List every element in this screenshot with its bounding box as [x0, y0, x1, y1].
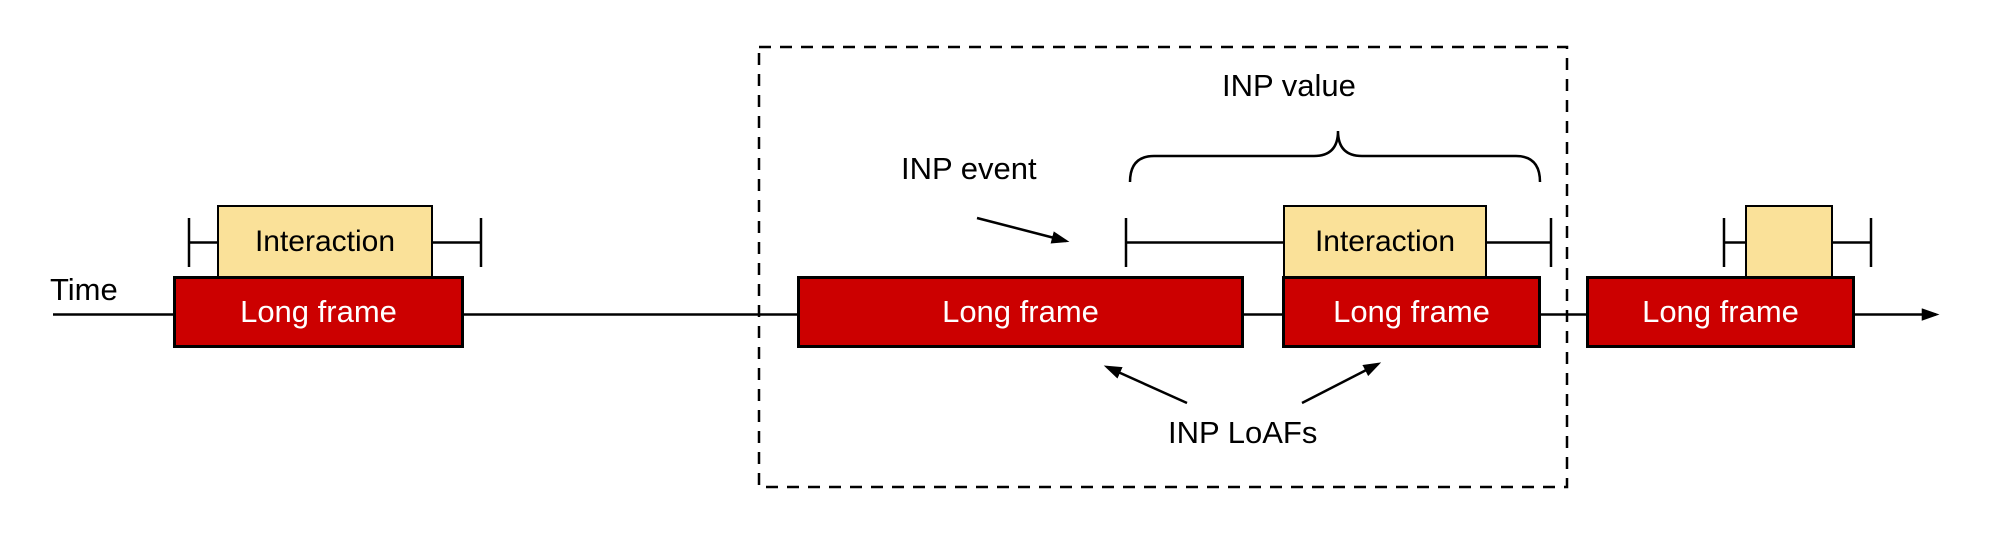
inp-event-arrow — [976, 216, 1070, 244]
interaction-box-1: Interaction — [217, 205, 433, 278]
long-frame-box-1: Long frame — [173, 276, 464, 348]
long-frame-box-4: Long frame — [1586, 276, 1855, 348]
inp-loafs-label: INP LoAFs — [1168, 415, 1318, 450]
long-frame-label: Long frame — [942, 294, 1099, 329]
long-frame-label: Long frame — [1642, 294, 1799, 329]
inp-value-label: INP value — [1222, 68, 1356, 103]
inp-value-brace — [1128, 130, 1542, 183]
long-frame-box-2: Long frame — [797, 276, 1244, 348]
inp-event-label: INP event — [901, 151, 1037, 186]
long-frame-label: Long frame — [1333, 294, 1490, 329]
long-frame-box-3: Long frame — [1282, 276, 1541, 348]
inp-loafs-arrow-right — [1301, 362, 1382, 405]
interaction-box-2: Interaction — [1283, 205, 1487, 278]
interaction-box-3 — [1745, 205, 1833, 278]
time-axis-label: Time — [50, 272, 118, 307]
long-frame-label: Long frame — [240, 294, 397, 329]
interaction-label: Interaction — [254, 224, 396, 258]
inp-loafs-arrow-left — [1103, 365, 1188, 405]
interaction-label: Interaction — [1314, 224, 1456, 258]
